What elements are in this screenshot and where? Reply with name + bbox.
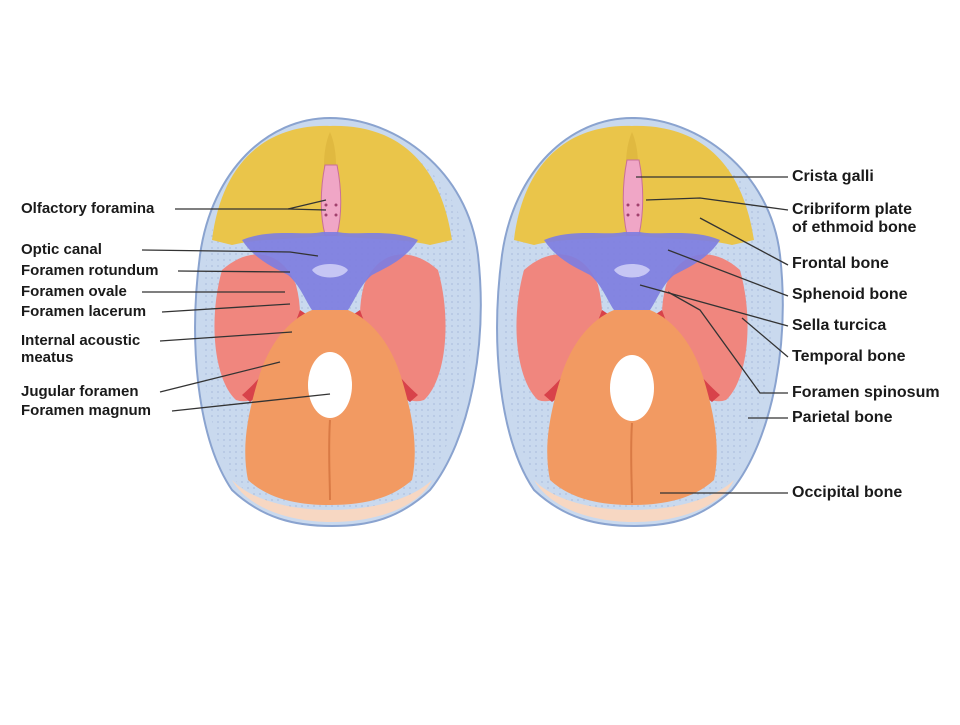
leader-foramen-spinosum: [667, 291, 788, 394]
left-leader-lines: [141, 199, 331, 412]
label-olfactory-foramina: Olfactory foramina: [21, 200, 155, 217]
label-foramen-ovale: Foramen ovale: [21, 283, 127, 300]
label-cribriform-line2: of ethmoid bone: [792, 219, 917, 236]
label-crista-galli: Crista galli: [792, 168, 874, 185]
label-frontal-bone: Frontal bone: [792, 255, 889, 272]
label-foramen-magnum: Foramen magnum: [21, 402, 152, 419]
label-cribriform-plate: Cribriform plate of ethmoid bone: [792, 201, 916, 237]
leader-internal-acoustic: [159, 331, 293, 342]
leader-sella-turcica: [639, 284, 789, 327]
leader-foramen-magnum: [171, 393, 331, 412]
label-foramen-lacerum: Foramen lacerum: [21, 303, 147, 320]
label-internal-acoustic-line1: Internal acoustic: [21, 332, 141, 349]
label-foramen-spinosum: Foramen spinosum: [792, 384, 940, 401]
label-optic-canal: Optic canal: [21, 241, 102, 258]
right-occipital-rim: [534, 480, 734, 522]
left-skull: [194, 116, 482, 528]
label-occipital-bone: Occipital bone: [792, 484, 903, 501]
leader-sphenoid-bone: [667, 249, 789, 297]
leader-jugular-foramen: [159, 361, 281, 393]
right-sella-turcica: [614, 264, 650, 278]
label-temporal-bone: Temporal bone: [792, 348, 906, 365]
label-internal-acoustic-line2: meatus: [21, 349, 74, 366]
label-internal-acoustic-meatus: Internal acoustic meatus: [21, 332, 140, 366]
right-skull: [496, 116, 784, 528]
label-sphenoid-bone: Sphenoid bone: [792, 286, 908, 303]
right-leader-lines: [636, 176, 789, 494]
label-jugular-foramen: Jugular foramen: [21, 383, 139, 400]
leader-frontal-bone: [699, 217, 789, 266]
leader-foramen-rotundum: [177, 270, 291, 273]
leader-cribriform-plate: [645, 197, 789, 211]
leader-foramen-lacerum: [161, 303, 291, 313]
label-sella-turcica: Sella turcica: [792, 317, 887, 334]
label-parietal-bone: Parietal bone: [792, 409, 893, 426]
left-occipital-rim: [232, 480, 432, 522]
label-cribriform-line1: Cribriform plate: [792, 201, 913, 218]
leader-temporal-bone: [741, 317, 789, 358]
leader-optic-canal: [141, 249, 319, 257]
right-crista-galli: [622, 159, 644, 236]
right-foramen-magnum: [610, 355, 654, 421]
left-foramen-magnum: [308, 352, 352, 418]
label-foramen-rotundum: Foramen rotundum: [21, 262, 159, 279]
